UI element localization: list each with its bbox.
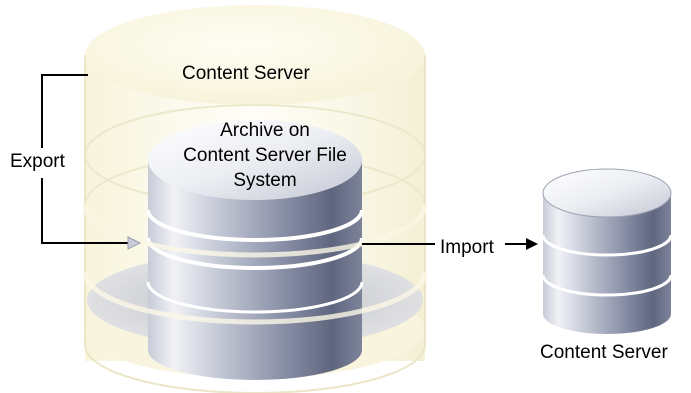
export-label: Export: [10, 151, 65, 172]
archive-label: Archive on Content Server File System: [150, 118, 380, 193]
target-server-label: Content Server: [540, 342, 668, 363]
archive-cylinder: [82, 120, 428, 380]
archive-label-line: System: [233, 170, 297, 191]
database-icon: [541, 168, 673, 334]
export-connector: [41, 74, 142, 250]
import-label: Import: [440, 237, 494, 258]
import-connector: [362, 238, 538, 250]
import-arrow-icon: [526, 238, 538, 250]
export-arrow-icon: [127, 236, 142, 250]
archive-label-line: Content Server File: [183, 145, 347, 166]
archive-label-line: Archive on: [220, 120, 310, 141]
source-server-label: Content Server: [182, 63, 310, 84]
